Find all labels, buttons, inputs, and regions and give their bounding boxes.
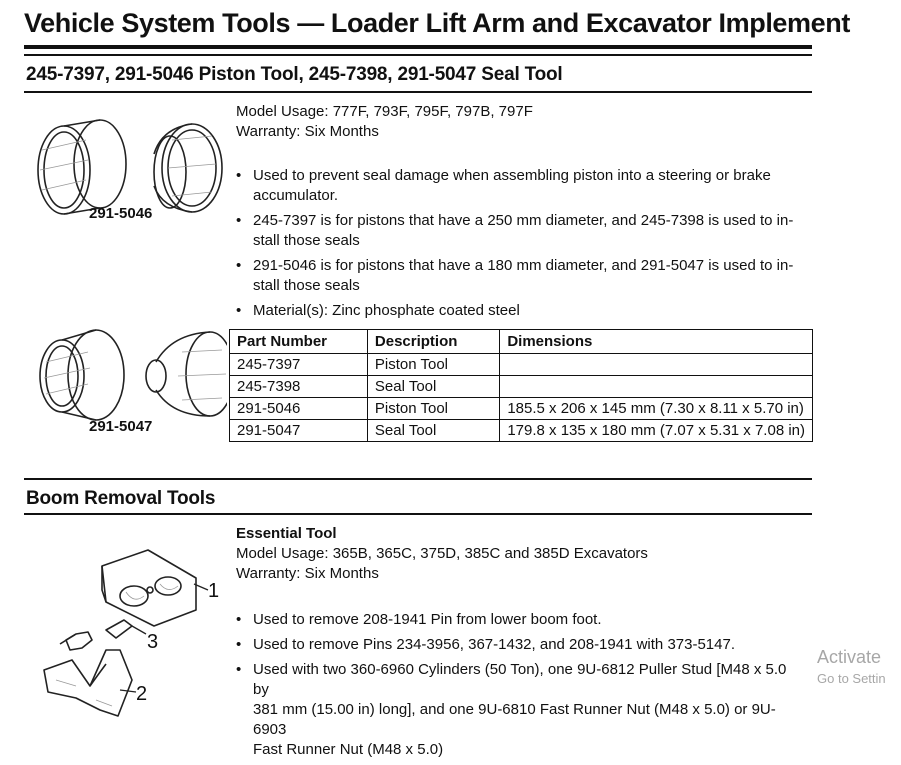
bullet-dot: •	[236, 212, 242, 229]
bullet-line: Used to remove 208-1941 Pin from lower b…	[253, 611, 602, 628]
activate-watermark-title: Activate	[817, 647, 882, 667]
seal-tool-291-5047-figure	[39, 329, 227, 421]
bullet-line: accumulator.	[253, 187, 339, 204]
table-cell: 179.8 x 135 x 180 mm (7.07 x 5.31 x 7.08…	[499, 419, 813, 442]
list-item: • 291-5046 is for pistons that have a 18…	[236, 256, 796, 296]
table-row: 245-7397 Piston Tool	[229, 353, 813, 376]
column-header-description: Description	[366, 329, 501, 354]
bullet-line: stall those seals	[253, 277, 360, 294]
bullet-dot: •	[236, 257, 242, 274]
column-header-dimensions: Dimensions	[499, 329, 813, 354]
table-cell: Seal Tool	[366, 419, 501, 442]
bullet-dot: •	[236, 661, 242, 678]
list-item: • Material(s): Zinc phosphate coated ste…	[236, 301, 796, 321]
figure-label-291-5047: 291-5047	[89, 418, 153, 435]
list-item: • 245-7397 is for pistons that have a 25…	[236, 211, 796, 251]
bullet-line: Fast Runner Nut (M48 x 5.0)	[253, 741, 444, 758]
section1-warranty: Warranty: Six Months	[236, 123, 379, 140]
section2-warranty: Warranty: Six Months	[236, 565, 379, 582]
section2-heading: Boom Removal Tools	[26, 488, 216, 509]
section1-bullet-list: • Used to prevent seal damage when assem…	[236, 166, 796, 326]
list-item: • Used to remove 208-1941 Pin from lower…	[236, 610, 796, 630]
list-item: • Used with two 360-6960 Cylinders (50 T…	[236, 660, 796, 760]
section1-model-usage: Model Usage: 777F, 793F, 795F, 797B, 797…	[236, 103, 533, 120]
table-cell	[499, 375, 813, 398]
table-cell: 245-7398	[229, 375, 368, 398]
table-cell: 291-5046	[229, 397, 368, 420]
bullet-dot: •	[236, 167, 242, 184]
section2-bullet-list: • Used to remove 208-1941 Pin from lower…	[236, 610, 796, 765]
table-row: 245-7398 Seal Tool	[229, 375, 813, 398]
boom-removal-tool-figure	[43, 549, 209, 717]
bullet-line: stall those seals	[253, 232, 360, 249]
list-item: • Used to prevent seal damage when assem…	[236, 166, 796, 206]
bullet-line: 245-7397 is for pistons that have a 250 …	[253, 212, 794, 229]
bullet-line: Used to prevent seal damage when assembl…	[253, 167, 771, 184]
table-cell: Seal Tool	[366, 375, 501, 398]
table-cell	[499, 353, 813, 376]
bullet-line: Used to remove Pins 234-3956, 367-1432, …	[253, 636, 735, 653]
section2-subheading: Essential Tool	[236, 524, 337, 544]
essential-tool-label: Essential Tool	[236, 525, 337, 542]
section2-bottom-rule	[24, 513, 812, 515]
section1-bottom-rule	[24, 91, 812, 93]
bullet-line: Material(s): Zinc phosphate coated steel	[253, 302, 520, 319]
callout-3: 3	[147, 631, 159, 653]
list-item: • Used to remove Pins 234-3956, 367-1432…	[236, 635, 796, 655]
callout-2: 2	[136, 683, 148, 705]
table-header-row: Part Number Description Dimensions	[229, 329, 813, 354]
column-header-part-number: Part Number	[229, 329, 368, 354]
figure-label-291-5046: 291-5046	[89, 205, 153, 222]
section1-top-rule	[24, 54, 812, 56]
table-row: 291-5046 Piston Tool 185.5 x 206 x 145 m…	[229, 397, 813, 420]
table-cell: 245-7397	[229, 353, 368, 376]
piston-tool-291-5046-figure	[37, 119, 223, 215]
bullet-line: 381 mm (15.00 in) long], and one 9U-6810…	[253, 701, 776, 738]
table-row: 291-5047 Seal Tool 179.8 x 135 x 180 mm …	[229, 419, 813, 442]
table-cell: Piston Tool	[366, 353, 501, 376]
table-cell: 291-5047	[229, 419, 368, 442]
bullet-line: Used with two 360-6960 Cylinders (50 Ton…	[253, 661, 787, 698]
bullet-line: 291-5046 is for pistons that have a 180 …	[253, 257, 794, 274]
bullet-dot: •	[236, 302, 242, 319]
table-cell: Piston Tool	[366, 397, 501, 420]
section1-heading: 245-7397, 291-5046 Piston Tool, 245-7398…	[26, 64, 563, 85]
bullet-dot: •	[236, 611, 242, 628]
bullet-dot: •	[236, 636, 242, 653]
section2-model-usage: Model Usage: 365B, 365C, 375D, 385C and …	[236, 545, 648, 562]
activate-watermark-subtitle: Go to Settin	[817, 671, 886, 686]
title-rule	[24, 45, 812, 49]
table-cell: 185.5 x 206 x 145 mm (7.30 x 8.11 x 5.70…	[499, 397, 813, 420]
page-title: Vehicle System Tools — Loader Lift Arm a…	[24, 8, 850, 38]
section2-top-rule	[24, 478, 812, 480]
parts-table: Part Number Description Dimensions 245-7…	[229, 329, 813, 442]
callout-1: 1	[208, 580, 220, 602]
